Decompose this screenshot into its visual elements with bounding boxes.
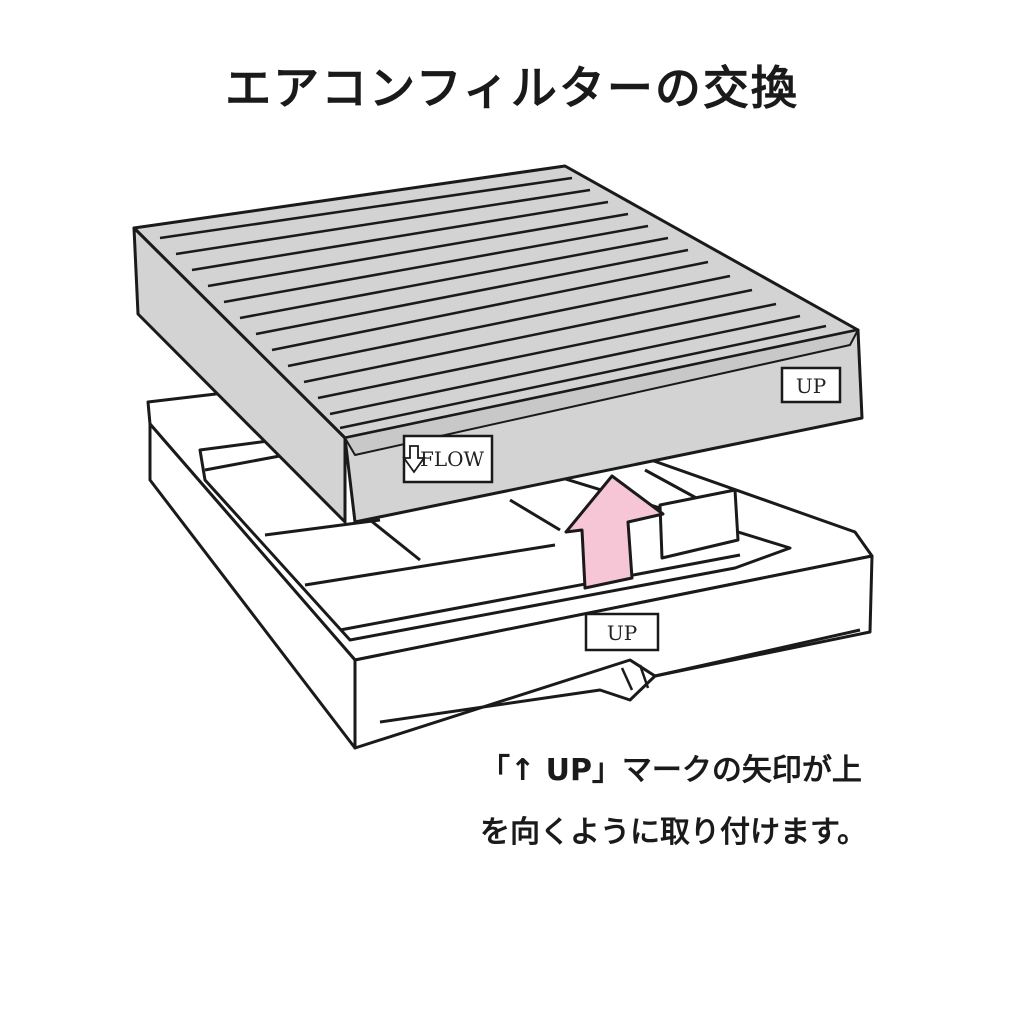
air-filter — [132, 164, 864, 524]
filter-flow-label: FLOW — [420, 447, 485, 471]
flow-down-arrow-icon — [402, 445, 426, 474]
caption-line-1: 「↑ UP」マークの矢印が上 — [480, 753, 862, 788]
filter-housing-tray — [146, 370, 874, 750]
filter-flow-mark: FLOW — [402, 434, 494, 484]
tray-up-mark: UP — [584, 612, 660, 691]
insert-direction-arrow-icon — [564, 474, 665, 590]
instruction-caption: 「↑ UP」マークの矢印が上 を向くように取り付けます。 — [480, 740, 1000, 864]
caption-line-2: を向くように取り付けます。 — [480, 815, 867, 850]
filter-up-label: UP — [796, 374, 826, 398]
page-title: エアコンフィルターの交換 — [225, 61, 799, 115]
filter-pleats — [159, 176, 827, 430]
filter-up-mark: UP — [780, 366, 842, 404]
tray-up-label: UP — [607, 621, 637, 645]
